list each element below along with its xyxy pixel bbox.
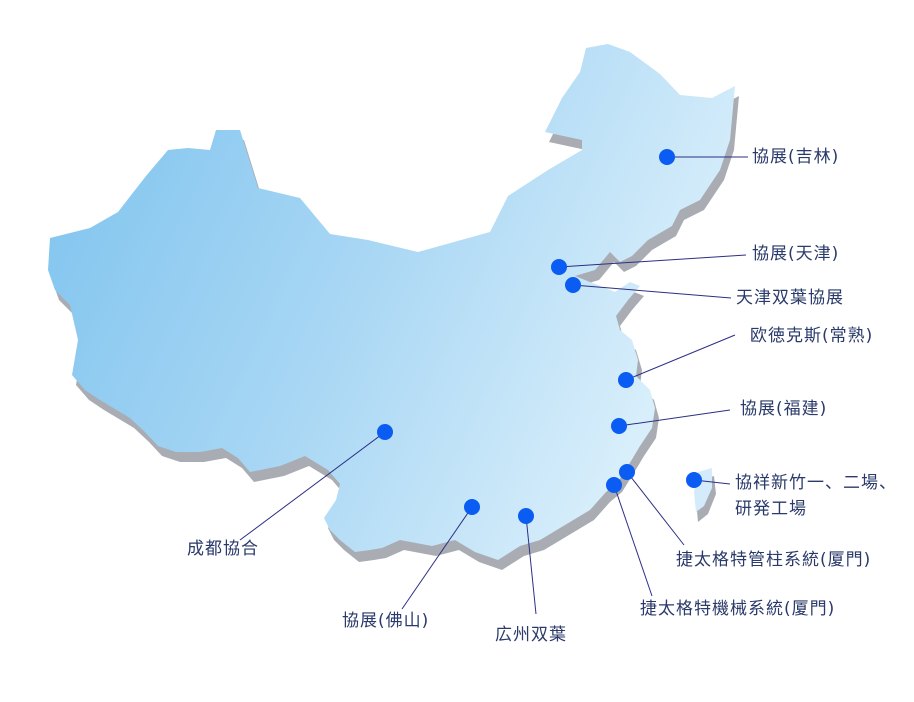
label-changshu[interactable]: 欧徳克斯(常熟) [750, 326, 874, 346]
label-hsinchu-line2: 研発工場 [735, 499, 807, 519]
label-jilin[interactable]: 協展(吉林) [752, 147, 840, 167]
label-tianjin[interactable]: 協展(天津) [752, 244, 840, 264]
label-hsinchu[interactable]: 協祥新竹一、二場、 研発工場 [735, 470, 897, 522]
label-fujian[interactable]: 協展(福建) [740, 399, 828, 419]
label-xiamen-mach[interactable]: 捷太格特機械系統(厦門) [640, 599, 836, 619]
marker-fujian[interactable] [611, 418, 627, 434]
marker-guangzhou[interactable] [518, 508, 534, 524]
marker-tianjin-sy[interactable] [565, 277, 581, 293]
marker-xiamen-pipe[interactable] [619, 464, 635, 480]
label-xiamen-pipe[interactable]: 捷太格特管柱系統(厦門) [676, 550, 872, 570]
marker-foshan[interactable] [464, 499, 480, 515]
label-hsinchu-line1: 協祥新竹一、二場、 [735, 473, 897, 493]
location-markers [377, 149, 702, 524]
mainland-china [48, 44, 735, 560]
label-tianjin-sy[interactable]: 天津双葉協展 [736, 288, 844, 308]
label-chengdu[interactable]: 成都協合 [187, 539, 259, 559]
marker-changshu[interactable] [618, 372, 634, 388]
marker-hsinchu[interactable] [686, 472, 702, 488]
label-guangzhou[interactable]: 広州双葉 [495, 625, 567, 645]
label-foshan[interactable]: 協展(佛山) [342, 611, 430, 631]
marker-xiamen-mach[interactable] [606, 477, 622, 493]
marker-chengdu[interactable] [377, 424, 393, 440]
marker-tianjin[interactable] [551, 259, 567, 275]
marker-jilin[interactable] [659, 149, 675, 165]
